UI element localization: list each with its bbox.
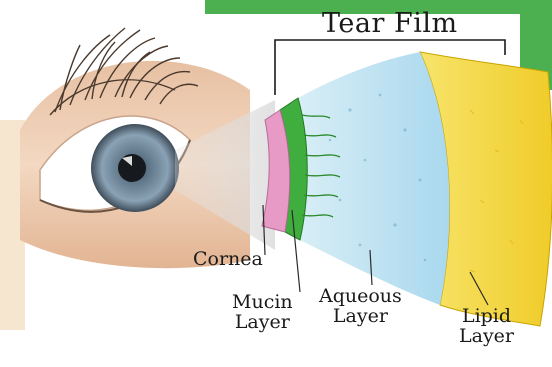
aqueous-layer-label: Aqueous Layer <box>319 287 402 327</box>
mucin-label-line2: Layer <box>232 313 293 333</box>
aqueous-label-line2: Layer <box>319 307 402 327</box>
aqueous-label-line1: Aqueous <box>319 287 402 307</box>
cornea-label: Cornea <box>193 250 263 270</box>
tear-film-title: Tear Film <box>322 10 458 38</box>
mucin-layer-label: Mucin Layer <box>232 293 293 333</box>
lipid-layer-label: Lipid Layer <box>459 307 514 347</box>
lipid-label-line1: Lipid <box>459 307 514 327</box>
aqueous-layer <box>298 52 450 305</box>
lipid-label-line2: Layer <box>459 327 514 347</box>
mucin-label-line1: Mucin <box>232 293 293 313</box>
